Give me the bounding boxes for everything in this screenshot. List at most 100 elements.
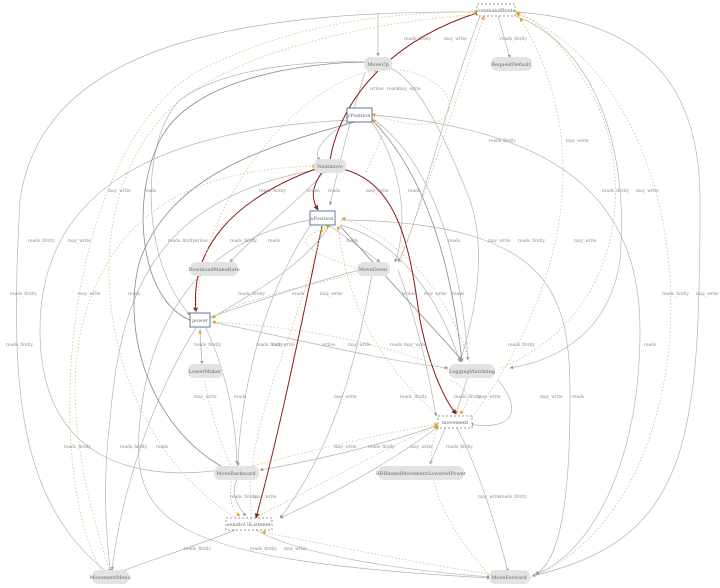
edge bbox=[429, 425, 447, 465]
edge-label: reads_firstly bbox=[230, 495, 257, 500]
edge-label: may_write bbox=[478, 395, 501, 400]
edge bbox=[305, 225, 363, 271]
node-move-forward[interactable]: MoveForward bbox=[489, 570, 530, 584]
edge bbox=[509, 13, 622, 370]
node-movement[interactable]: movement bbox=[437, 415, 473, 429]
node-move-up[interactable]: MoveUp bbox=[364, 57, 392, 71]
edge-label: may_write bbox=[636, 189, 659, 194]
node-x-position[interactable]: xPosition bbox=[309, 210, 336, 226]
edge-label: reads_firstly bbox=[508, 343, 535, 348]
node-send-to-ui-listener[interactable]: sendtoUIListener bbox=[225, 517, 273, 531]
edge bbox=[110, 327, 197, 571]
edge-label: reads_firstly bbox=[10, 292, 37, 297]
edge-label: reads_firstly bbox=[368, 445, 395, 450]
edge-label: reads_firstly bbox=[446, 445, 473, 450]
edge-label: may_write bbox=[410, 445, 433, 450]
node-lowered-maker[interactable]: LowerMaker bbox=[188, 364, 223, 378]
edge bbox=[497, 15, 511, 59]
edge-label: reads bbox=[572, 395, 584, 400]
edge bbox=[39, 119, 351, 474]
edge bbox=[339, 224, 461, 363]
edge bbox=[337, 167, 457, 415]
edge bbox=[16, 11, 479, 574]
edge bbox=[250, 227, 324, 519]
edge-label: reads bbox=[387, 87, 399, 92]
edge-label: may_write bbox=[334, 445, 357, 450]
edge bbox=[199, 327, 204, 365]
edge-label: may_write bbox=[334, 395, 357, 400]
edge bbox=[329, 225, 381, 263]
edge-label: writes bbox=[322, 343, 336, 348]
edge-label: may_write bbox=[444, 37, 467, 42]
edge bbox=[449, 379, 468, 415]
node-movement-menu[interactable]: MovementMenu bbox=[89, 570, 131, 584]
node-y-position[interactable]: yPosition bbox=[346, 107, 373, 123]
edge bbox=[229, 422, 439, 473]
edge-label: reads_firstly bbox=[489, 139, 516, 144]
node-label: Nextmove bbox=[317, 164, 343, 170]
node-label: movement bbox=[442, 420, 468, 426]
node-label: LoggingWatchdog bbox=[449, 369, 496, 375]
edge bbox=[397, 269, 438, 417]
edge bbox=[207, 269, 361, 319]
edge bbox=[255, 529, 491, 579]
node-move-backward[interactable]: MoveBackward bbox=[214, 466, 259, 480]
node-label: MoveBackward bbox=[216, 471, 256, 477]
node-label: sendtoUIListener bbox=[227, 522, 272, 528]
edge bbox=[455, 375, 469, 415]
edge bbox=[328, 71, 366, 206]
edge-label: reads_firstly bbox=[662, 292, 689, 297]
edge bbox=[371, 69, 450, 125]
node-label: power bbox=[192, 318, 208, 324]
edge bbox=[261, 530, 501, 577]
edge-label: reads bbox=[144, 189, 156, 194]
edge-label: reads bbox=[234, 395, 246, 400]
node-request-default[interactable]: RequestDefault bbox=[491, 57, 532, 71]
edge-label: reads_firstly bbox=[259, 189, 286, 194]
node-power[interactable]: power bbox=[189, 312, 211, 328]
edge bbox=[373, 121, 464, 363]
node-download-maker[interactable]: DownloadMakeRate bbox=[188, 262, 240, 276]
edge-label: reads bbox=[346, 239, 358, 244]
node-nextmove[interactable]: Nextmove bbox=[314, 159, 346, 173]
edge bbox=[105, 169, 316, 573]
edge-label: writes bbox=[306, 189, 320, 194]
edge bbox=[397, 15, 481, 263]
edge bbox=[211, 321, 449, 370]
edge bbox=[205, 327, 239, 465]
edge-label: reads bbox=[128, 292, 140, 297]
node-label: MoveUp bbox=[367, 62, 388, 68]
edge bbox=[74, 164, 317, 573]
edge-label: reads_firstly bbox=[454, 395, 481, 400]
edge bbox=[236, 225, 311, 467]
edge-label: may_write bbox=[488, 239, 511, 244]
edge-label: reads_firstly bbox=[602, 189, 629, 194]
node-move-down[interactable]: MoveDown bbox=[357, 262, 390, 276]
node-logging-watchdog[interactable]: LoggingWatchdog bbox=[449, 364, 496, 378]
edge-label: reads_firstly bbox=[6, 343, 33, 348]
edge bbox=[211, 227, 329, 319]
edge bbox=[279, 423, 443, 519]
edge-label: reads_firstly bbox=[230, 239, 257, 244]
node-rebind-movement[interactable]: RBBindedMovementLoweredPower bbox=[376, 466, 467, 480]
node-command-router[interactable]: commandRoute bbox=[476, 3, 516, 17]
edge bbox=[371, 114, 641, 575]
edge-label: reads_firstly bbox=[194, 343, 221, 348]
edge-label: reads bbox=[408, 189, 420, 194]
edge-label: reads_firstly bbox=[120, 445, 147, 450]
edge-label: may_write bbox=[108, 189, 131, 194]
edge-label: may_write bbox=[194, 395, 217, 400]
node-label: RBBindedMovementLoweredPower bbox=[376, 471, 467, 477]
edge-label: may_write bbox=[272, 343, 295, 348]
edge bbox=[211, 320, 449, 371]
edges bbox=[16, 10, 701, 580]
edge-label: writes bbox=[402, 292, 416, 297]
edge-label: writes bbox=[370, 87, 384, 92]
edge bbox=[389, 67, 479, 363]
edge-label: may_write bbox=[68, 239, 91, 244]
edge bbox=[138, 219, 491, 580]
edge-label: reads_firstly bbox=[400, 395, 427, 400]
edge bbox=[431, 425, 491, 577]
edge-labels: reads_firstly may_write reads_firstly wr… bbox=[6, 37, 719, 552]
